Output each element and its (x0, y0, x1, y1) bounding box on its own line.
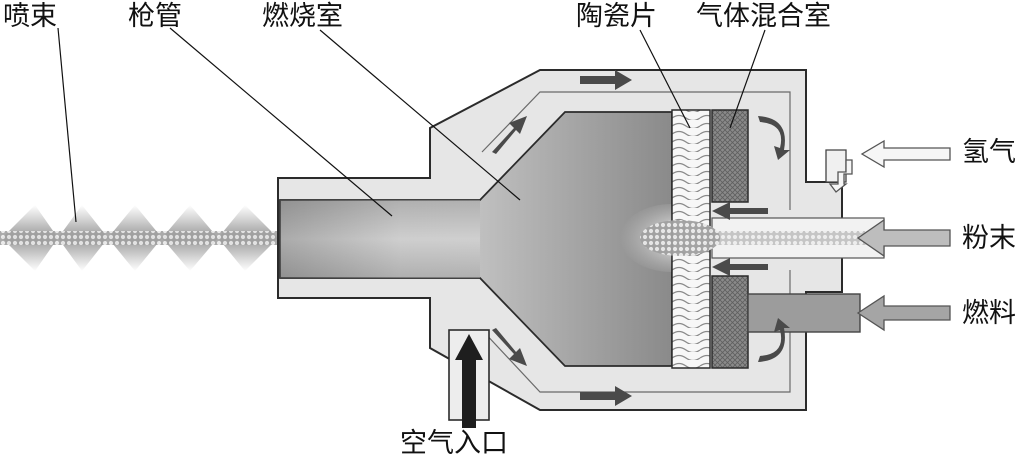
flow-arrow-bottom-1 (580, 386, 632, 406)
leader-ceramic-plate (639, 29, 691, 129)
fuel-arrow (856, 294, 951, 332)
flow-arrow-upper-inner (712, 202, 768, 220)
flow-arrow-top-1 (580, 70, 632, 90)
powder-feed-tube (640, 217, 885, 259)
leader-lines (57, 27, 766, 223)
leader-gas-mixing-chamber (729, 29, 766, 129)
label-powder: 粉末 (962, 223, 1016, 254)
label-ceramic-plate: 陶瓷片 (576, 1, 657, 32)
label-air-inlet: 空气入口 (400, 428, 508, 459)
label-gun-barrel: 枪管 (128, 1, 182, 32)
air-inlet-tube (448, 329, 490, 428)
leader-combustion-chamber (319, 29, 521, 201)
combustion-chamber (279, 111, 724, 367)
flow-arrow-lower-diagonal (492, 328, 527, 366)
barrel-shading (280, 200, 480, 278)
flow-arrow-upper-diagonal (492, 116, 527, 154)
hydrogen-down-arrow (828, 159, 853, 193)
label-combustion-chamber: 燃烧室 (262, 1, 343, 32)
label-hydrogen: 氢气 (962, 137, 1016, 168)
hydrogen-arrow (860, 139, 951, 169)
powder-cloud (640, 220, 720, 256)
fuel-pipe (747, 293, 861, 333)
leader-gun-barrel (169, 27, 393, 217)
flow-arrow-lower-inner (712, 258, 768, 276)
inlet-arrows (828, 139, 951, 332)
gas-flow-arrows (492, 70, 790, 406)
label-fuel: 燃料 (962, 298, 1016, 329)
air-inlet-arrow (455, 334, 483, 360)
label-gas-mixing-chamber: 气体混合室 (696, 1, 831, 32)
curl-arrow-bottom (758, 318, 790, 362)
leader-spray-beam (57, 27, 77, 223)
curl-arrow-top (758, 116, 790, 160)
label-spray-beam: 喷束 (3, 1, 57, 32)
powder-arrow (856, 218, 951, 258)
